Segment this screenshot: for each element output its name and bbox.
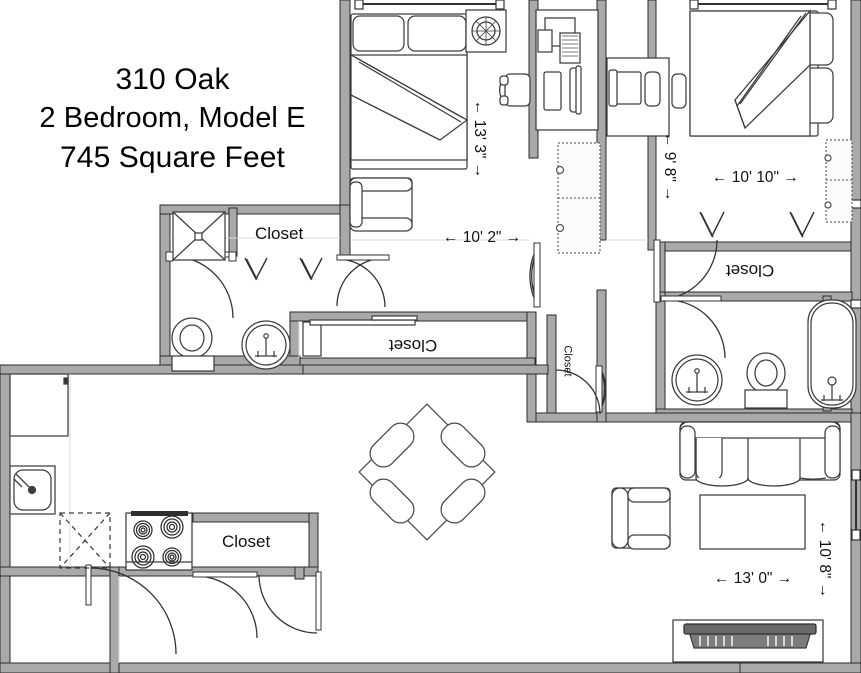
- vanity-counter-1: [302, 321, 322, 357]
- dining-set: [358, 403, 496, 541]
- label-closet-bedroom1: Closet: [255, 224, 304, 243]
- label-closet-kitchen: Closet: [222, 532, 271, 551]
- dresser-2: [824, 139, 853, 223]
- desk-chair-2: [671, 73, 687, 109]
- label-closet-linen: Closet: [561, 345, 574, 377]
- closet-rod: [309, 315, 418, 326]
- entertainment-unit: [672, 619, 824, 663]
- toilet-1: [171, 317, 215, 372]
- dimension-living-depth: ← 10' 8" →: [816, 520, 833, 599]
- armchair-living: [611, 487, 671, 550]
- dimension-living-width: ← 13' 0" →: [714, 570, 793, 587]
- closet-bifold-bedroom2: [699, 211, 815, 238]
- desk-chair-1: [499, 73, 531, 107]
- round-sink-2: [671, 354, 723, 406]
- toilet-2: [744, 352, 788, 409]
- guide-lines: [69, 237, 648, 663]
- bed-second: [689, 9, 834, 137]
- bed-master: [350, 13, 469, 170]
- dimension-bedroom2-width: ← 10' 10" →: [712, 169, 799, 186]
- title-block: 310 Oak 2 Bedroom, Model E 745 Square Fe…: [0, 60, 345, 177]
- kitchen-sink: [9, 465, 56, 515]
- dimension-bedroom2-depth: ← 9' 8" →: [661, 132, 678, 202]
- label-closet-bedroom2: Closet: [726, 261, 775, 280]
- nightstand-lamp: [465, 9, 507, 53]
- bathtub: [807, 299, 857, 409]
- shower-stall: [172, 211, 226, 261]
- desk-computer-2: [606, 57, 670, 137]
- armchair-bedroom1: [349, 177, 413, 232]
- sofa: [679, 421, 841, 487]
- dimension-bedroom1-depth: ← 13' 3" →: [471, 100, 488, 179]
- dining-chairs: [369, 422, 486, 524]
- desk-computer: [535, 9, 599, 131]
- windows: [354, 0, 861, 541]
- plan-area: 745 Square Feet: [60, 141, 285, 174]
- coffee-table: [699, 494, 806, 550]
- range-stove: [125, 511, 193, 571]
- dimension-bedroom1-width: ← 10' 2" →: [443, 229, 522, 246]
- refrigerator: [9, 373, 69, 437]
- dishwasher: [59, 512, 111, 569]
- plan-address: 310 Oak: [115, 63, 230, 96]
- label-closet-hall: Closet: [389, 336, 438, 355]
- plan-model: 2 Bedroom, Model E: [39, 102, 306, 134]
- dresser-1: [555, 142, 601, 254]
- furniture: [9, 9, 857, 663]
- round-sink-1: [241, 320, 291, 370]
